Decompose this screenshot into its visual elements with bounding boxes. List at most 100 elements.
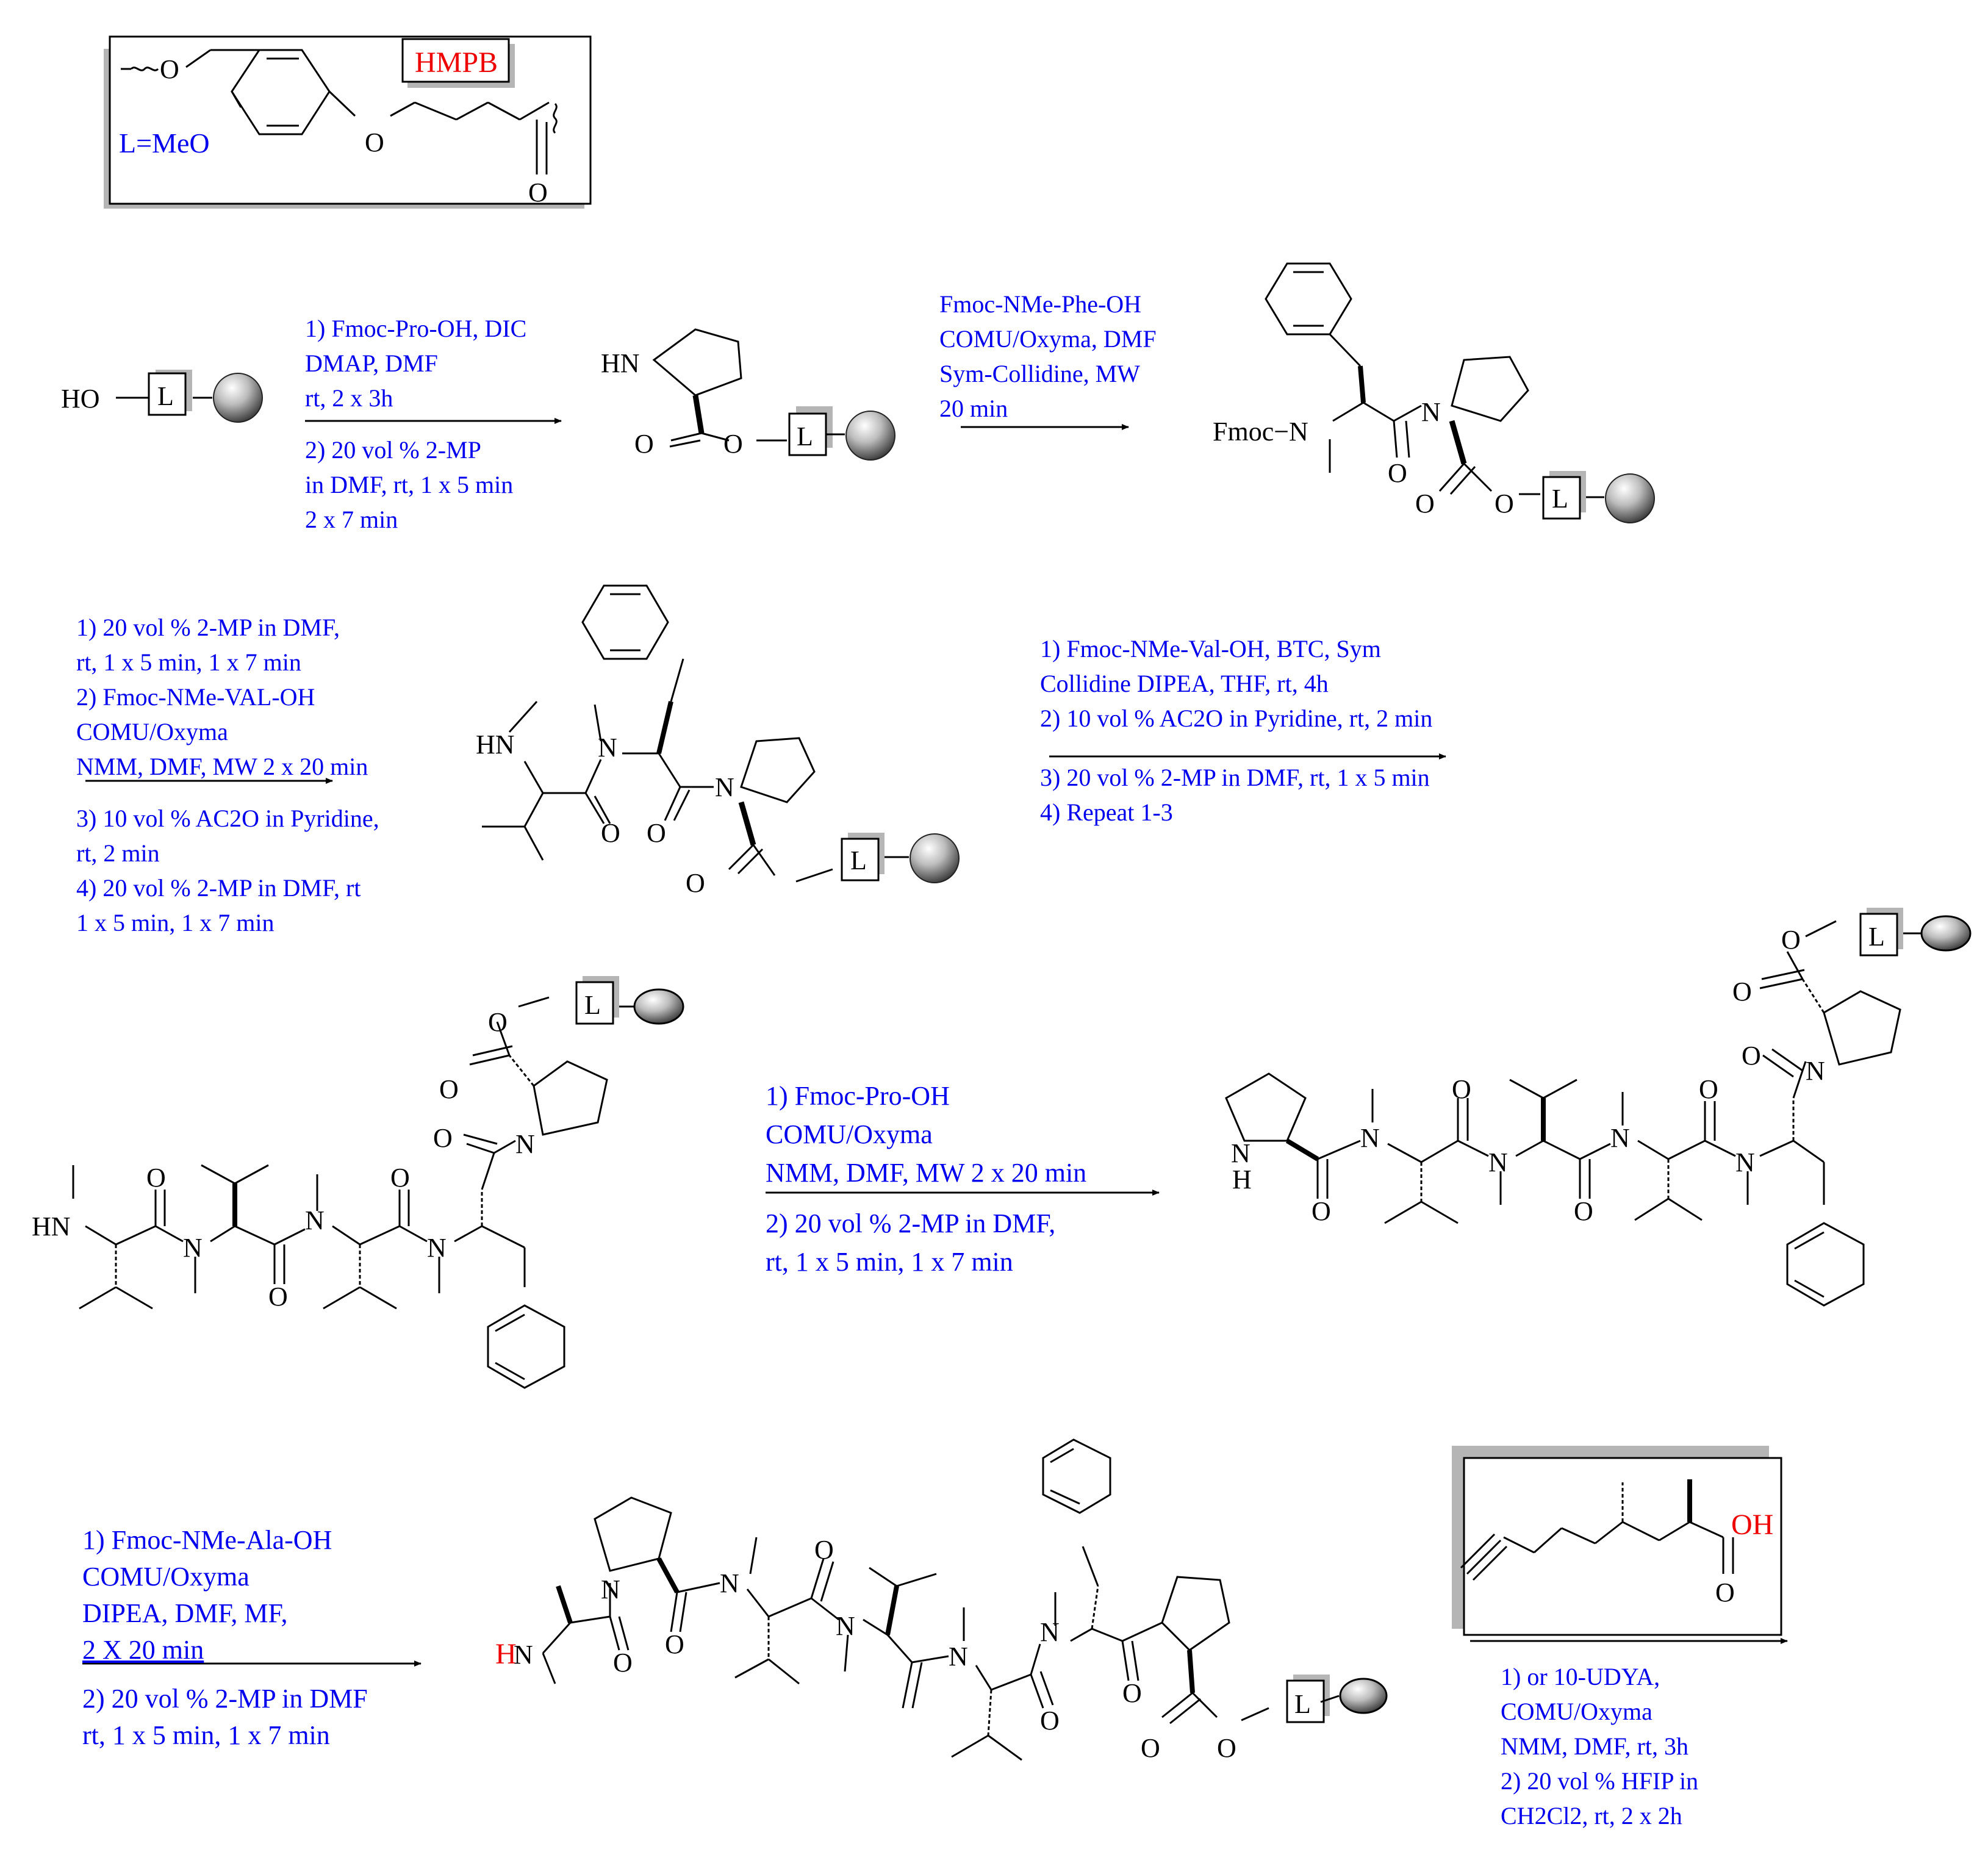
hexa-n-4: N bbox=[949, 1642, 968, 1671]
reagent-line: rt, 1 x 5 min, 1 x 7 min bbox=[76, 648, 301, 676]
pro-ester-o: O bbox=[723, 429, 743, 459]
reagent-line: COMU/Oxyma bbox=[1501, 1698, 1652, 1725]
udya-oh: OH bbox=[1731, 1509, 1773, 1541]
hmpb-tag: HMPB bbox=[415, 46, 498, 79]
resin-bead-icon bbox=[1604, 473, 1656, 524]
penta-o-5: O bbox=[1742, 1041, 1761, 1071]
reagent-line: 1) Fmoc-Pro-OH, DIC bbox=[305, 315, 527, 342]
reagent-line: COMU/Oxyma bbox=[766, 1119, 933, 1149]
penta-o-7: O bbox=[1781, 925, 1801, 955]
linker-l: L bbox=[157, 381, 174, 411]
reagent-line: 2) 20 vol % 2-MP in DMF, bbox=[766, 1208, 1056, 1238]
pro-linker-l: L bbox=[797, 422, 813, 451]
hmpb-tag-box bbox=[401, 38, 510, 83]
linker-box-icon bbox=[148, 372, 187, 416]
pro-carbonyl-o: O bbox=[634, 429, 654, 459]
reagent-line: rt, 2 min bbox=[76, 839, 160, 867]
tetra-o-2: O bbox=[268, 1282, 288, 1312]
penta-o-4: O bbox=[1699, 1074, 1718, 1104]
structure-pentapeptide-resin bbox=[1225, 908, 1972, 1307]
reagent-line: CH2Cl2, rt, 2 x 2h bbox=[1501, 1802, 1682, 1829]
tetra-n-1: N bbox=[183, 1233, 203, 1263]
reagent-line: 1) 20 vol % 2-MP in DMF, bbox=[76, 614, 340, 641]
linker-l-6: L bbox=[1294, 1689, 1311, 1719]
val-phe-n: N bbox=[598, 733, 617, 763]
step-7-reagents: 1) or 10-UDYA, COMU/Oxyma NMM, DMF, rt, … bbox=[1501, 1659, 1698, 1833]
reagent-line: 2 x 7 min bbox=[305, 506, 398, 533]
hmpb-bonds bbox=[121, 49, 558, 174]
reagent-line: Collidine DIPEA, THF, rt, 4h bbox=[1040, 670, 1329, 697]
pro-carbonyl-o-2: O bbox=[1415, 489, 1435, 519]
structure-pro-resin bbox=[652, 328, 896, 461]
hexa-o-2: O bbox=[665, 1629, 684, 1659]
hexa-n-3: N bbox=[836, 1611, 855, 1641]
step-4-reagents: 1) Fmoc-NMe-Val-OH, BTC, Sym Collidine D… bbox=[1040, 631, 1432, 830]
hexa-o-4: O bbox=[1040, 1706, 1060, 1736]
reagent-line: COMU/Oxyma bbox=[76, 718, 228, 745]
reagent-line: 4) 20 vol % 2-MP in DMF, rt bbox=[76, 874, 361, 902]
pro-carbonyl-o-3: O bbox=[686, 868, 705, 898]
penta-o-3: O bbox=[1574, 1196, 1593, 1226]
udya-o: O bbox=[1715, 1578, 1735, 1607]
hexa-n-5: N bbox=[1040, 1617, 1060, 1647]
reagent-line: 1) Fmoc-NMe-Val-OH, BTC, Sym bbox=[1040, 635, 1381, 662]
penta-n-2: N bbox=[1488, 1147, 1508, 1177]
penta-o-1: O bbox=[1312, 1196, 1331, 1226]
tetra-o-4: O bbox=[433, 1123, 453, 1153]
udya-acid-box: OH O bbox=[1452, 1446, 1782, 1636]
reagent-line: 2) 20 vol % 2-MP in DMF bbox=[82, 1684, 368, 1714]
step-6-reagents: 1) Fmoc-NMe-Ala-OH COMU/Oxyma DIPEA, DMF… bbox=[82, 1522, 368, 1754]
phe-pro-n-2: N bbox=[715, 772, 734, 802]
step-2-reagents: Fmoc-NMe-Phe-OH COMU/Oxyma, DMF Sym-Coll… bbox=[939, 287, 1157, 426]
hexa-n-2: N bbox=[720, 1568, 739, 1598]
reagent-line: 20 min bbox=[939, 395, 1008, 422]
structure-tetrapeptide-resin bbox=[72, 976, 684, 1389]
tetra-pro-n: N bbox=[515, 1129, 535, 1159]
udya-box bbox=[1463, 1457, 1782, 1636]
step-3-reagents: 1) 20 vol % 2-MP in DMF, rt, 1 x 5 min, … bbox=[76, 610, 379, 940]
resin-bead-icon bbox=[213, 373, 263, 423]
penta-o-6: O bbox=[1732, 977, 1752, 1007]
hexa-o-7: O bbox=[1217, 1733, 1236, 1763]
linker-l-3: L bbox=[850, 846, 867, 875]
hmpb-linker-def: L=MeO bbox=[119, 127, 210, 159]
tetra-o-6: O bbox=[488, 1007, 508, 1037]
reagent-line: COMU/Oxyma bbox=[82, 1562, 249, 1592]
reagent-line: Sym-Collidine, MW bbox=[939, 360, 1140, 387]
structure-ho-resin: HO L bbox=[61, 370, 263, 423]
linker-l-2: L bbox=[1552, 484, 1568, 514]
reagent-line: NMM, DMF, rt, 3h bbox=[1501, 1732, 1688, 1760]
reagent-line: DMAP, DMF bbox=[305, 350, 438, 377]
hmpb-ether-o: O bbox=[160, 54, 179, 84]
hexa-pro-n: N bbox=[601, 1574, 620, 1604]
reagent-line: rt, 1 x 5 min, 1 x 7 min bbox=[82, 1720, 330, 1750]
tetra-o-1: O bbox=[146, 1163, 166, 1193]
penta-n-3: N bbox=[1610, 1123, 1630, 1153]
ho-label: HO bbox=[61, 384, 100, 414]
reagent-line: 2) 20 vol % 2-MP bbox=[305, 436, 481, 464]
tetra-n-2: N bbox=[305, 1205, 325, 1235]
resin-bead-icon bbox=[909, 833, 960, 884]
linker-l-4: L bbox=[584, 990, 601, 1020]
hexa-n-terminal: N bbox=[514, 1640, 533, 1670]
reagent-line: 2) 10 vol % AC2O in Pyridine, rt, 2 min bbox=[1040, 705, 1433, 732]
phe-carbonyl-o-2: O bbox=[647, 818, 666, 848]
hmpb-carbonyl-o: O bbox=[528, 178, 548, 207]
reagent-line: 3) 20 vol % 2-MP in DMF, rt, 1 x 5 min bbox=[1040, 764, 1430, 791]
penta-n-1: N bbox=[1360, 1123, 1380, 1153]
phe-carbonyl-o: O bbox=[1388, 458, 1407, 488]
penta-pro-n: N bbox=[1231, 1138, 1251, 1168]
reagent-line: 1) or 10-UDYA, bbox=[1501, 1663, 1660, 1690]
hexa-h: H bbox=[495, 1638, 517, 1670]
reagent-line: COMU/Oxyma, DMF bbox=[939, 325, 1157, 353]
reagent-line: 2 X 20 min bbox=[82, 1635, 204, 1665]
reagent-line: 1) Fmoc-NMe-Ala-OH bbox=[82, 1525, 332, 1555]
reagent-line: 1 x 5 min, 1 x 7 min bbox=[76, 909, 275, 936]
reagent-line: 1) Fmoc-Pro-OH bbox=[766, 1081, 950, 1111]
hexa-o-3: O bbox=[814, 1535, 834, 1565]
val-hn: HN bbox=[476, 730, 515, 759]
tetra-o-3: O bbox=[390, 1163, 410, 1193]
linker-l-5: L bbox=[1868, 922, 1885, 952]
hmpb-box bbox=[109, 35, 592, 205]
reagent-line: in DMF, rt, 1 x 5 min bbox=[305, 471, 514, 498]
